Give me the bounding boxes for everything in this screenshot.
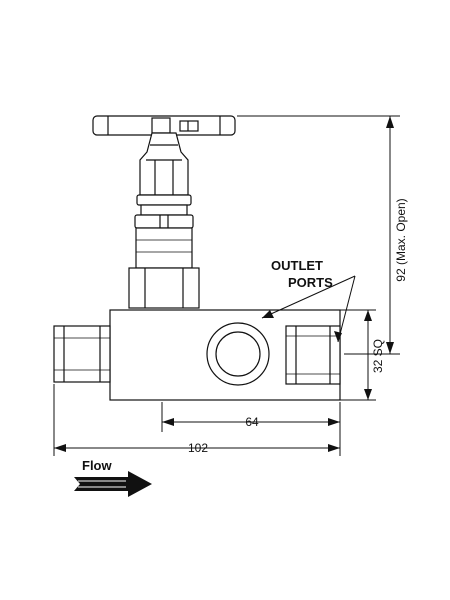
dimension-height-label: 92 (Max. Open): [394, 198, 408, 281]
dimension-102-label: 102: [188, 441, 208, 455]
t-handle: [92, 115, 236, 136]
dimension-64-label: 64: [245, 415, 259, 429]
outlet-leaders: [261, 275, 356, 343]
flow-label: Flow: [82, 458, 112, 473]
dim-square-lines: [340, 309, 376, 401]
flow-arrow: [74, 471, 152, 497]
outlet-label-line2: PORTS: [288, 275, 333, 290]
valve-stem: [139, 132, 189, 196]
dim-height-lines: [237, 115, 400, 355]
dimension-square-label: 32 SQ: [371, 339, 385, 373]
outlet-label-line1: OUTLET: [271, 258, 323, 273]
dim-64-lines: [161, 402, 341, 432]
packing-nut: [134, 194, 194, 229]
bonnet-hex: [128, 267, 200, 309]
bonnet-thread: [135, 227, 193, 269]
valve-body: [53, 309, 341, 401]
dim-102-lines: [53, 384, 341, 456]
